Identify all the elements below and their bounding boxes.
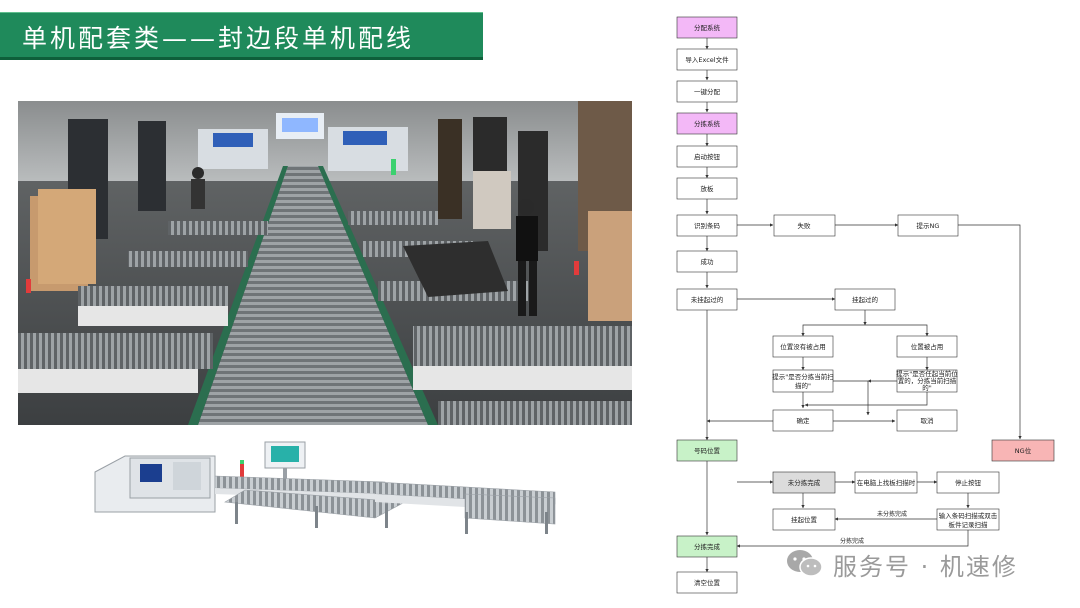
node-start-button: [676, 145, 738, 168]
watermark: 服务号 · 机速修: [785, 546, 1018, 582]
node-label: 输入条码扫描或双击: [939, 511, 998, 520]
node-label: 放板: [701, 184, 715, 193]
node-label: 清空位置: [694, 578, 721, 587]
edge-label-unfinished: 未分拣完成: [877, 510, 907, 518]
node-label: 置的，分拣当前扫描: [898, 376, 957, 385]
node-failure: [773, 214, 836, 237]
node-label: 描的": [795, 381, 811, 390]
node-clear-position: [676, 571, 738, 594]
node-label: 挂起位置: [791, 515, 818, 524]
node-dispatch-system: [676, 16, 738, 39]
flow-nodes: 分配系统 导入Excel文件 一键分配 分拣系统 启动按钮 放板 识别条码 失败…: [676, 16, 1055, 594]
node-suspend-position: [772, 508, 836, 531]
node-label: 挂起过的: [852, 295, 879, 304]
node-cancel: [896, 409, 958, 432]
edge-banding-machine-illustration: [94, 441, 556, 534]
flowchart: 分配系统 导入Excel文件 一键分配 分拣系统 启动按钮 放板 识别条码 失败…: [676, 16, 1055, 594]
wechat-icon: [787, 550, 823, 577]
node-label: 号码位置: [694, 446, 721, 455]
node-label: 失败: [798, 221, 812, 230]
node-label: 识别条码: [694, 221, 721, 230]
flow-edges: [705, 38, 1022, 573]
node-prompt-ng: [897, 214, 959, 237]
node-label: 提示"是否分拣当前扫: [772, 372, 834, 381]
node-import-excel: [676, 48, 738, 71]
node-label: 位置没有被占用: [780, 342, 826, 351]
node-label: 一键分配: [694, 87, 721, 96]
node-prompt-suspend-current: [896, 369, 958, 393]
factory-photo: [18, 101, 632, 425]
node-label: 位置被占用: [911, 342, 944, 351]
node-confirm: [772, 409, 834, 432]
node-label: 停止按钮: [955, 478, 982, 487]
node-sorting-system: [676, 112, 738, 135]
node-sorting-unfinished: [772, 471, 836, 494]
node-not-suspended: [676, 288, 738, 311]
node-success: [676, 250, 738, 273]
node-label: 确定: [797, 416, 811, 425]
node-one-click-assign: [676, 80, 738, 103]
node-stop-button: [936, 471, 1000, 494]
node-label: 提示"是否任起当前位: [896, 369, 958, 378]
node-suspended: [834, 288, 896, 311]
node-label: 分拣完成: [694, 542, 721, 551]
node-position-free: [772, 335, 834, 358]
watermark-text: 服务号 · 机速修: [833, 552, 1018, 581]
node-find-board-on-pc: [854, 471, 918, 494]
node-label: 未分拣完成: [788, 478, 821, 487]
node-sorting-finished: [676, 535, 738, 558]
node-prompt-sort-current: [772, 369, 834, 393]
node-position-occupied: [896, 335, 958, 358]
node-label: 成功: [701, 257, 715, 266]
node-label: 导入Excel文件: [685, 55, 729, 64]
node-input-barcode: [936, 508, 1000, 531]
node-label: 提示NG: [917, 221, 940, 230]
edge-label-finished: 分拣完成: [840, 537, 864, 545]
node-scan-barcode: [676, 214, 738, 237]
node-label: 的": [922, 383, 932, 392]
node-label: 板件记录扫描: [949, 520, 989, 529]
node-label: NG位: [1015, 446, 1032, 455]
node-label: 启动按钮: [694, 152, 721, 161]
node-code-position: [676, 439, 738, 462]
slide-title: 单机配套类——封边段单机配线: [22, 24, 415, 53]
node-label: 未挂起过的: [691, 295, 724, 304]
node-label: 分配系统: [694, 23, 721, 32]
node-place-board: [676, 177, 738, 200]
node-label: 分拣系统: [694, 119, 721, 128]
node-label: 在电脑上找板扫描时: [857, 478, 916, 487]
node-label: 取消: [921, 416, 935, 425]
title-banner: 单机配套类——封边段单机配线: [0, 12, 483, 60]
node-ng-position: [991, 439, 1055, 462]
